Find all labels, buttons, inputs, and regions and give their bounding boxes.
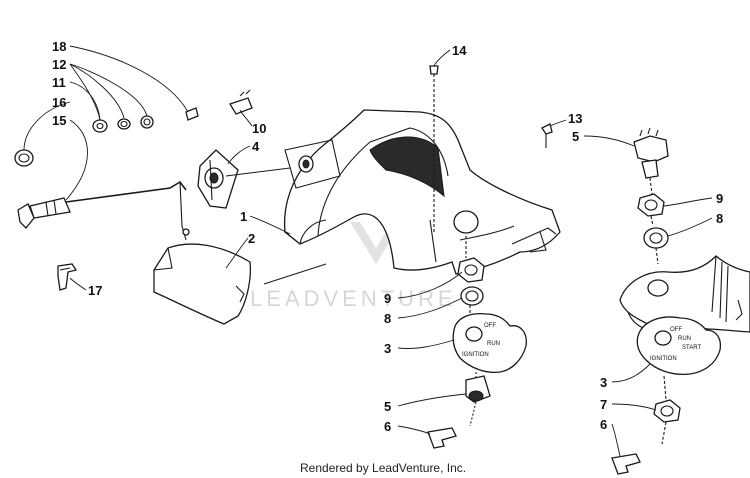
callout-5-right: 5: [572, 129, 579, 144]
callout-8-left: 8: [384, 311, 391, 326]
leader-lines: [23, 45, 713, 457]
callout-2: 2: [248, 231, 255, 246]
callout-9-left: 9: [384, 291, 391, 306]
callout-14: 14: [452, 43, 467, 58]
watermark-text: LEADVENTURE: [250, 286, 457, 311]
callout-6-right: 6: [600, 417, 607, 432]
callout-15: 15: [52, 113, 66, 128]
right-off-label: OFF: [670, 327, 682, 333]
right-start-label: START: [682, 345, 701, 351]
right-ignition-label: IGNITION: [650, 356, 677, 362]
callout-3-right: 3: [600, 375, 607, 390]
callout-18: 18: [52, 39, 66, 54]
left-ignition-stack: OFF RUN IGNITION: [427, 236, 527, 449]
callout-12: 12: [52, 57, 66, 72]
footer-credit: Rendered by LeadVenture, Inc.: [300, 461, 466, 475]
callout-13: 13: [568, 111, 582, 126]
screw-part-14: [429, 65, 439, 234]
callout-6-left: 6: [384, 419, 391, 434]
leadventure-watermark: LEADVENTURE: [250, 170, 457, 311]
left-run-label: RUN: [487, 341, 500, 347]
dash-console-part: [283, 109, 561, 275]
small-hardware: [14, 89, 253, 167]
callout-1: 1: [240, 209, 247, 224]
key-part-17: [57, 263, 78, 291]
callout-3-left: 3: [384, 341, 391, 356]
callout-5-left: 5: [384, 399, 391, 414]
left-off-label: OFF: [484, 323, 496, 329]
mounting-plate-part: [197, 149, 239, 209]
right-ignition-stack: OFF RUN START IGNITION: [611, 127, 750, 475]
switch-plate-right: [636, 316, 722, 376]
callout-8-right: 8: [716, 211, 723, 226]
screw-part-13: [541, 123, 553, 148]
right-run-label: RUN: [678, 336, 691, 342]
callout-10: 10: [252, 121, 266, 136]
callout-9-right: 9: [716, 191, 723, 206]
callout-7-right: 7: [600, 397, 607, 412]
callout-4: 4: [252, 139, 260, 154]
callout-labels: 18 12 11 16 15 10 4 1 2 17 14 9 8 3 5 6 …: [52, 39, 723, 434]
cable-guide-line: [225, 167, 291, 177]
choke-cable-part: [17, 180, 190, 241]
left-ignition-label: IGNITION: [462, 352, 489, 358]
callout-11: 11: [52, 75, 66, 90]
callout-17: 17: [88, 283, 102, 298]
lower-cover-part: [153, 243, 327, 325]
callout-16: 16: [52, 95, 66, 110]
